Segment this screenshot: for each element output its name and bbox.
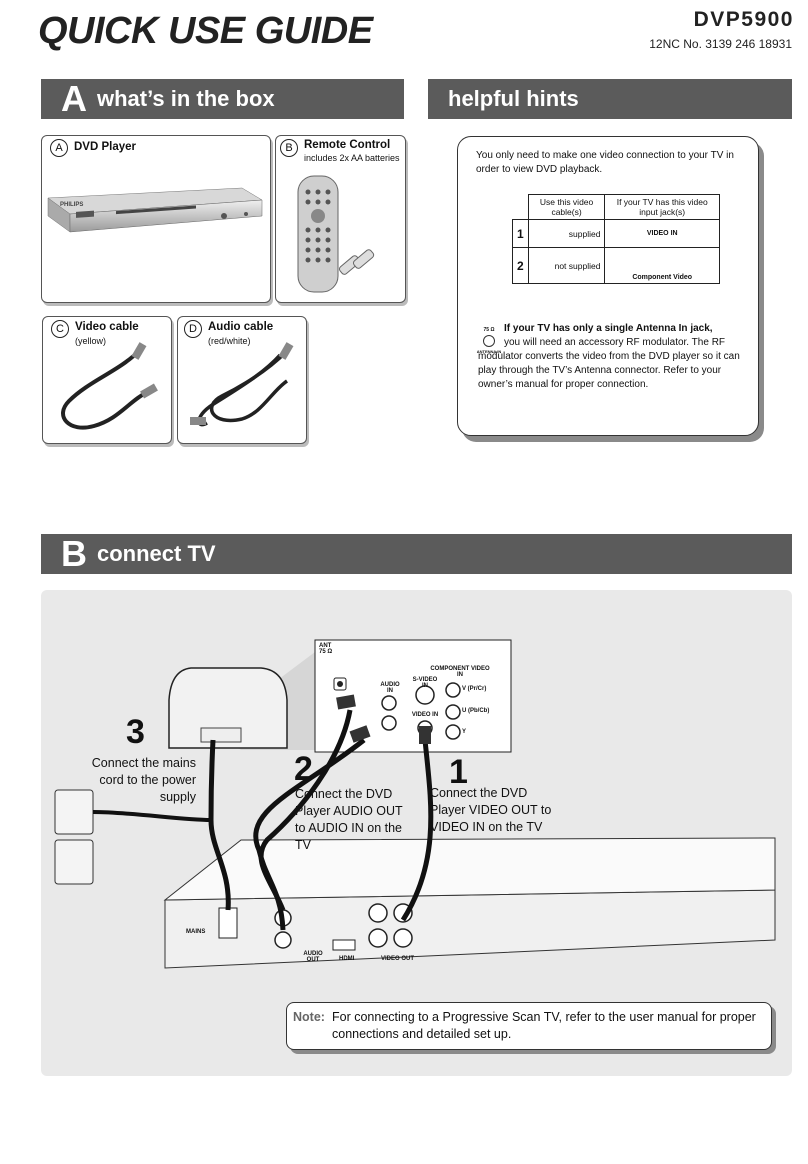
guide-title: QUICK USE GUIDE: [38, 10, 373, 52]
item-b-letter: B: [280, 139, 298, 157]
player-mains-label: MAINS: [186, 929, 206, 935]
player-hdmi-label: HDMI: [339, 956, 355, 962]
tv-pb-label: U (Pb/Cb): [462, 708, 490, 714]
table-row1-jack: VIDEO IN: [604, 219, 720, 248]
hints-box: You only need to make one video connecti…: [457, 136, 759, 436]
table-row1-cable: supplied: [527, 219, 606, 248]
antenna-icon-bottom: ANTENNA IN: [476, 349, 502, 354]
table-col1-header: Use this video cable(s): [527, 194, 606, 220]
item-b-sub: includes 2x AA batteries: [304, 153, 400, 163]
tv-ant-label: ANT 75 Ω: [319, 643, 332, 655]
step-1-number: 1: [449, 753, 468, 791]
step-3-number: 3: [126, 713, 145, 751]
step-3-text: Connect the mains cord to the power supp…: [91, 756, 196, 804]
item-a-letter: A: [50, 139, 68, 157]
player-brand: PHILIPS: [60, 202, 84, 208]
tv-audio-in-label: AUDIO IN: [380, 682, 400, 694]
section-a-title: what’s in the box: [97, 86, 275, 111]
item-c-letter: C: [51, 320, 69, 338]
player-video-out-label: VIDEO OUT: [381, 956, 415, 962]
item-c-label: Video cable: [75, 321, 139, 333]
nc-number: 12NC No. 3139 246 18931: [649, 37, 792, 51]
hints-intro: You only need to make one video connecti…: [476, 150, 734, 175]
audio-cable-illustration: [190, 342, 294, 427]
hints-header: helpful hints: [428, 79, 792, 119]
item-b-label: Remote Control: [304, 139, 391, 151]
table-row2-cable: not supplied: [527, 247, 606, 284]
video-cable-illustration: [61, 342, 158, 430]
table-row2-num: 2: [512, 247, 529, 284]
section-b-letter: B: [61, 533, 87, 574]
item-d-letter: D: [184, 320, 202, 338]
tv-svideo-label: S-VIDEO IN: [412, 677, 438, 689]
section-a-letter: A: [61, 78, 87, 119]
item-a-label: DVD Player: [74, 141, 137, 153]
connection-diagram: [54, 639, 776, 969]
tv-ant-sub: 75 Ω: [319, 649, 333, 655]
step-2-number: 2: [294, 750, 313, 788]
dvd-player-illustration: [47, 187, 263, 233]
tv-video-in-label: VIDEO IN: [411, 712, 439, 718]
tv-y-label: Y: [462, 729, 467, 735]
item-video-cable: C Video cable (yellow): [42, 316, 172, 444]
item-d-sub: (red/white): [208, 336, 251, 346]
hints-title: helpful hints: [448, 86, 579, 111]
table-row1-num: 1: [512, 219, 529, 248]
tv-ant: ANT: [319, 643, 332, 649]
note-box: Note: For connecting to a Progressive Sc…: [286, 1002, 772, 1050]
table-row2-jack: Component Video: [604, 247, 720, 284]
tv-component-label: COMPONENT VIDEO IN: [430, 666, 490, 678]
section-a-header: A what’s in the box: [41, 79, 404, 119]
item-remote-control: B Remote Control includes 2x AA batterie…: [275, 135, 406, 303]
remote-illustration: [297, 175, 375, 293]
video-connection-table: Use this video cable(s) If your TV has t…: [512, 194, 720, 284]
antenna-icon-top: 75 Ω: [483, 327, 495, 333]
antenna-heading: If your TV has only a single Antenna In …: [504, 323, 713, 334]
step-2-text: Connect the DVD Player AUDIO OUT to AUDI…: [295, 787, 403, 852]
item-c-sub: (yellow): [75, 336, 107, 346]
player-audio-out-label: AUDIO OUT: [303, 951, 323, 963]
antenna-text: you will need an accessory RF modulator.…: [478, 337, 740, 390]
model-number: DVP5900: [693, 8, 794, 31]
step-1-text: Connect the DVD Player VIDEO OUT to VIDE…: [430, 786, 552, 834]
note-text: For connecting to a Progressive Scan TV,…: [332, 1010, 756, 1041]
item-dvd-player: A DVD Player PHILIPS: [41, 135, 271, 303]
section-b-title: connect TV: [97, 541, 216, 566]
item-audio-cable: D Audio cable (red/white): [177, 316, 307, 444]
tv-pr-label: V (Pr/Cr): [462, 686, 487, 692]
antenna-in-icon: 75 Ω ANTENNA IN: [474, 327, 504, 354]
item-d-label: Audio cable: [208, 321, 274, 333]
table-col2-header: If your TV has this video input jack(s): [604, 194, 720, 220]
note-label: Note:: [293, 1010, 325, 1024]
section-b-header: B connect TV: [41, 534, 792, 574]
